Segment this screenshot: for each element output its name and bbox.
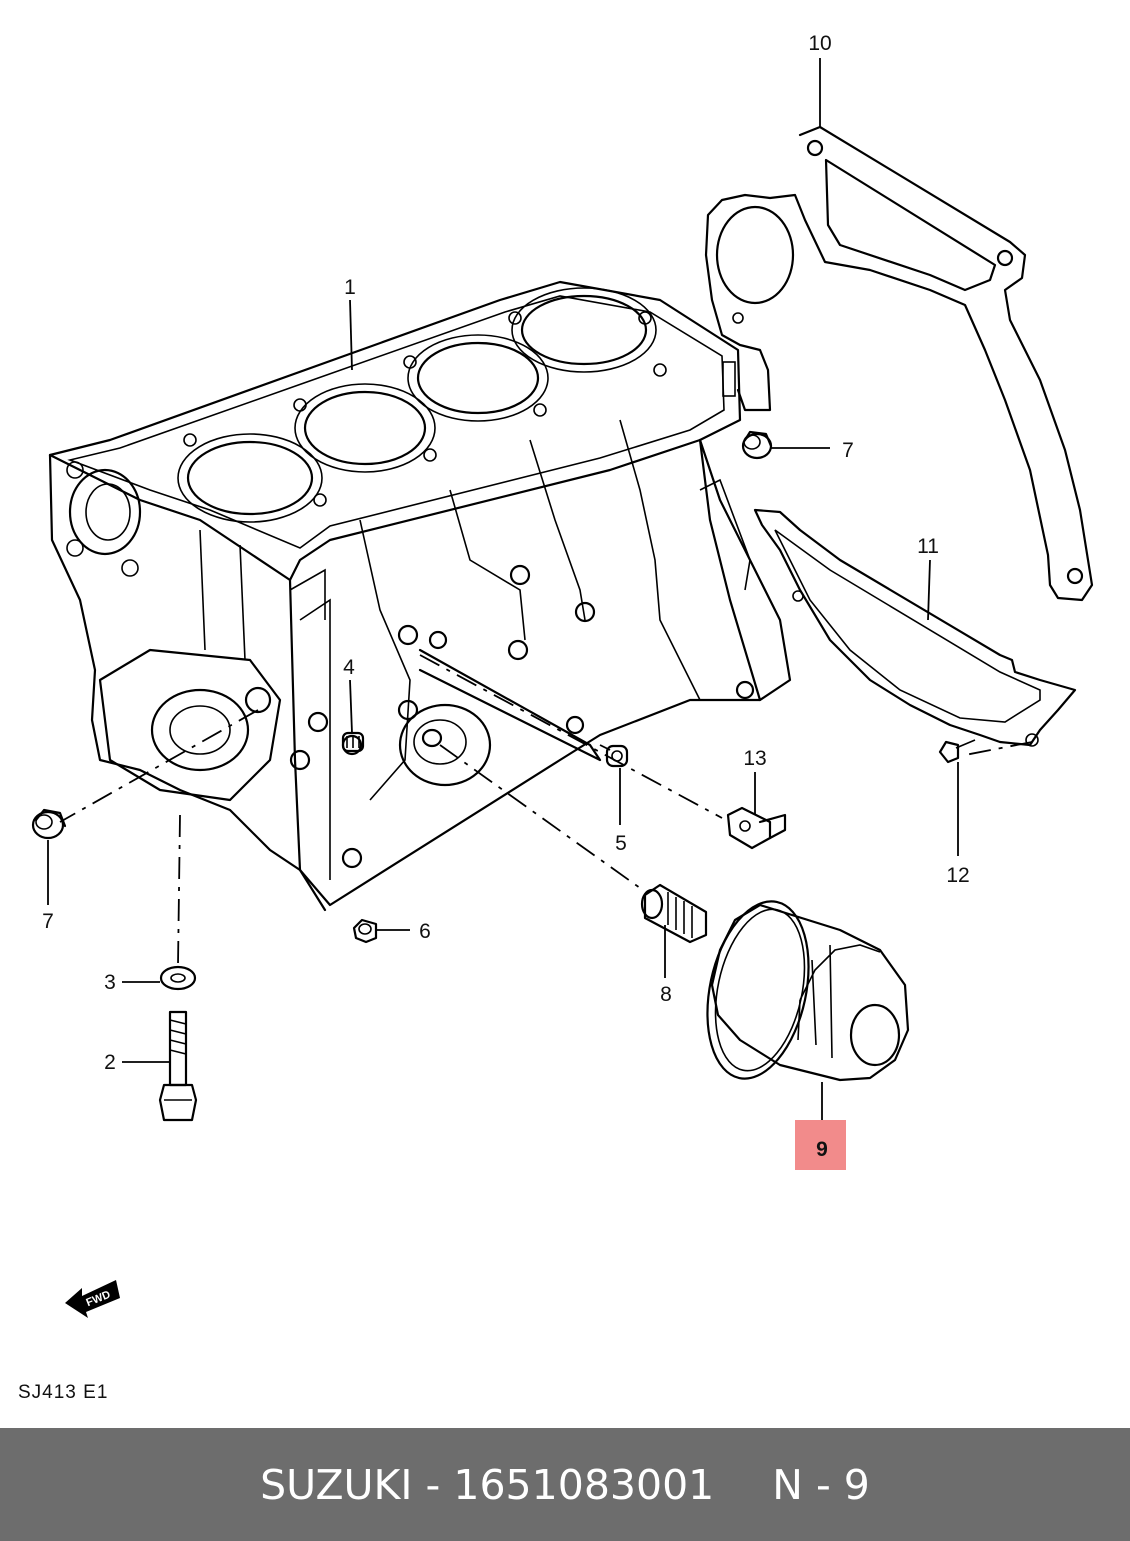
callout-11: 11 (917, 535, 939, 558)
callout-9-highlight (795, 1120, 846, 1170)
callout-12: 12 (946, 864, 969, 887)
callout-1: 1 (344, 276, 356, 299)
oil-filter (706, 900, 910, 1082)
callout-6: 6 (419, 920, 431, 943)
callout-8: 8 (660, 983, 672, 1006)
plug-7-upper (741, 430, 773, 460)
washer-3 (159, 965, 197, 991)
callout-10: 10 (808, 32, 831, 55)
callout-2: 2 (104, 1051, 116, 1074)
callout-7-upper: 7 (842, 439, 854, 462)
callout-4: 4 (343, 656, 355, 679)
oil-jet-4 (341, 731, 365, 753)
brand-name: SUZUKI (260, 1460, 413, 1509)
parts-diagram: 1 10 11 7 4 5 6 7 3 2 8 13 12 9 FWD SJ41… (18, 32, 1094, 1403)
callout-9: 9 (816, 1138, 828, 1161)
cylinder-block (48, 280, 792, 912)
bolt-2 (158, 1010, 198, 1122)
callout-3: 3 (104, 971, 116, 994)
callout-13: 13 (743, 747, 766, 770)
part-number: 1651083001 (453, 1460, 715, 1509)
baffle-plate (753, 508, 1077, 747)
footer-banner: SUZUKI - 1651083001 N - 9 (0, 1428, 1130, 1541)
fwd-direction-arrow-icon: FWD (65, 1280, 120, 1318)
bolt-12 (938, 739, 976, 764)
brand-separator: - (412, 1460, 454, 1509)
callout-5: 5 (615, 832, 627, 855)
reference-label: N - 9 (772, 1460, 870, 1509)
callout-7-lower: 7 (42, 910, 54, 933)
oil-pressure-switch-13 (726, 806, 787, 850)
union-bolt-8 (640, 883, 708, 944)
rear-plate-gasket (704, 125, 1094, 602)
diagram-code: SJ413 E1 (18, 1382, 108, 1403)
plug-6 (352, 918, 378, 944)
plug-7-lower (31, 808, 67, 840)
